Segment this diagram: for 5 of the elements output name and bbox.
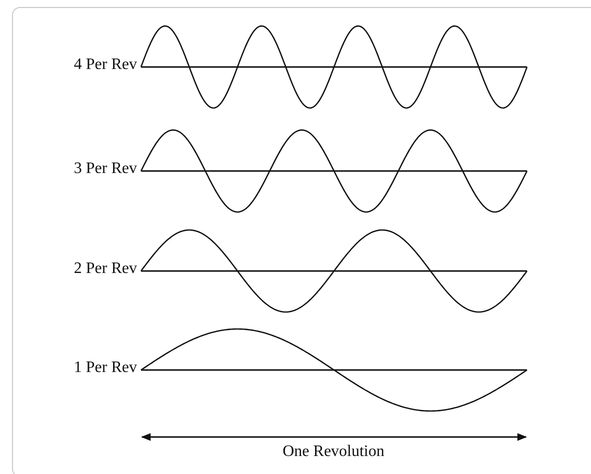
dimension-label: One Revolution: [282, 443, 386, 461]
row-label: 4 Per Rev: [74, 56, 137, 74]
row-label: 2 Per Rev: [74, 260, 137, 278]
row-label: 3 Per Rev: [74, 160, 137, 178]
row-label: 1 Per Rev: [74, 359, 137, 377]
